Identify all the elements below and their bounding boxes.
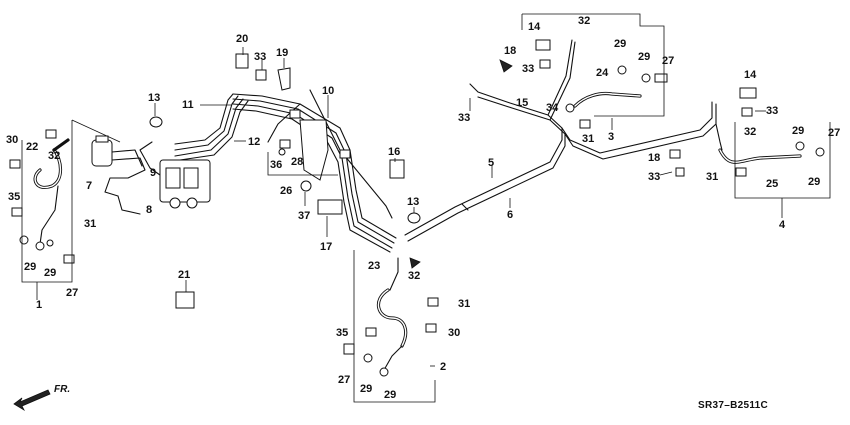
callout-24: 24: [596, 67, 609, 79]
callout-18a: 18: [504, 45, 516, 57]
callout-2: 2: [440, 361, 446, 373]
callout-34: 34: [546, 102, 559, 114]
callout-17: 17: [320, 241, 332, 253]
direction-label: FR.: [54, 384, 70, 395]
callout-36: 36: [270, 159, 282, 171]
callout-23: 23: [368, 260, 380, 272]
callout-29d: 29: [384, 389, 396, 401]
callout-26: 26: [280, 185, 292, 197]
callout-31c: 31: [582, 133, 594, 145]
callout-25: 25: [766, 178, 778, 190]
callout-13b: 13: [407, 196, 419, 208]
callout-12: 12: [248, 136, 260, 148]
callout-29h: 29: [808, 176, 820, 188]
callout-22: 22: [26, 141, 38, 153]
callout-14a: 14: [528, 21, 541, 33]
callout-28: 28: [291, 156, 303, 168]
center-pipe-bundle: [174, 89, 397, 253]
callout-27d: 27: [828, 127, 840, 139]
callout-13a: 13: [148, 92, 160, 104]
main-brake-pipes: [404, 39, 717, 242]
callout-19: 19: [276, 47, 288, 59]
callout-37: 37: [298, 210, 310, 222]
callout-18b: 18: [648, 152, 660, 164]
forward-arrow-icon: [13, 389, 51, 412]
callout-31b: 31: [458, 298, 470, 310]
callout-11: 11: [182, 99, 194, 111]
callout-14b: 14: [744, 69, 757, 81]
leader-lines: [36, 47, 783, 367]
callout-16: 16: [388, 146, 400, 158]
callout-35b: 35: [336, 327, 348, 339]
misc-parts: [149, 53, 421, 309]
callout-8: 8: [146, 204, 152, 216]
master-cylinder: [91, 135, 146, 215]
callout-9: 9: [150, 167, 156, 179]
abs-modulator: [139, 141, 211, 209]
callout-6: 6: [507, 209, 513, 221]
callout-29b: 29: [44, 267, 56, 279]
callout-33c: 33: [522, 63, 534, 75]
callout-29c: 29: [360, 383, 372, 395]
hose-assembly-1: [9, 129, 75, 264]
hose-assembly-2: [343, 257, 439, 377]
callout-4: 4: [779, 219, 786, 231]
callout-27c: 27: [662, 55, 674, 67]
callout-3: 3: [608, 131, 614, 143]
callout-labels: 1 2 3 4 5 6 7 8 9 10 11 12 13 13 14 14 1…: [6, 15, 840, 401]
callout-33e: 33: [648, 171, 660, 183]
callout-30a: 30: [6, 134, 18, 146]
callout-29f: 29: [638, 51, 650, 63]
hose-assembly-4: [669, 87, 825, 177]
callout-32d: 32: [744, 126, 756, 138]
callout-7: 7: [86, 180, 92, 192]
callout-15: 15: [516, 97, 528, 109]
callout-35a: 35: [8, 191, 20, 203]
callout-21: 21: [178, 269, 190, 281]
callout-27b: 27: [338, 374, 350, 386]
callout-29a: 29: [24, 261, 36, 273]
callout-33b: 33: [458, 112, 470, 124]
callout-29e: 29: [614, 38, 626, 50]
callout-10: 10: [322, 85, 334, 97]
callout-33d: 33: [766, 105, 778, 117]
callout-29g: 29: [792, 125, 804, 137]
group-boxes: [21, 13, 831, 403]
callout-1: 1: [36, 299, 42, 311]
callout-5: 5: [488, 157, 494, 169]
callout-32a: 32: [48, 150, 60, 162]
callout-31d: 31: [706, 171, 718, 183]
callout-32c: 32: [578, 15, 590, 27]
diagram-code: SR37–B2511C: [698, 400, 768, 411]
callout-30b: 30: [448, 327, 460, 339]
callout-27a: 27: [66, 287, 78, 299]
hose-assembly-3: [499, 39, 668, 129]
callout-20: 20: [236, 33, 248, 45]
callout-33a: 33: [254, 51, 266, 63]
callout-32b: 32: [408, 270, 420, 282]
callout-31a: 31: [84, 218, 96, 230]
